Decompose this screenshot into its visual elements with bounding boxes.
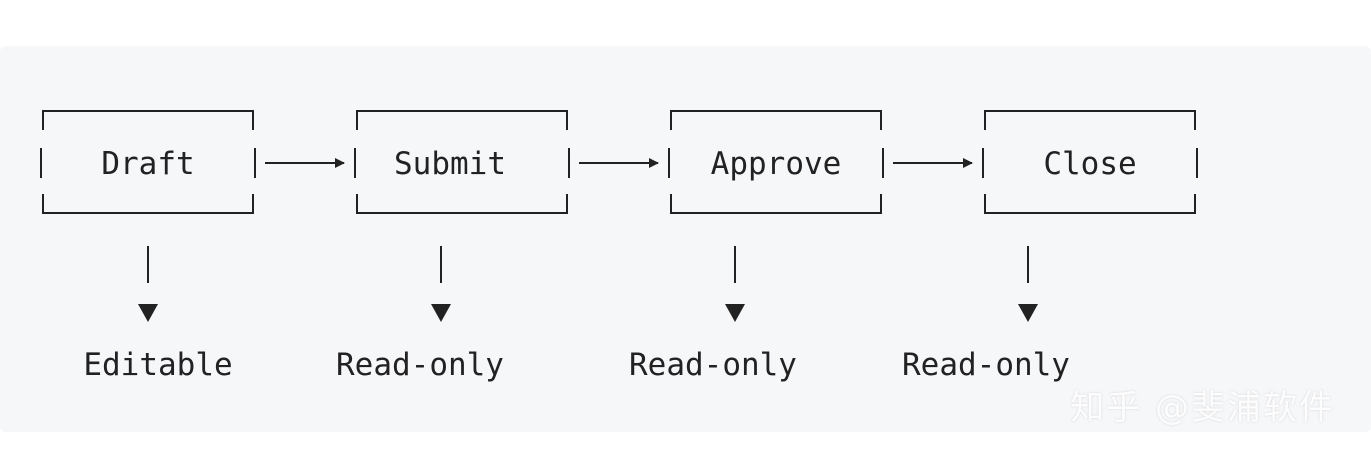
stage-approve: Approve Read-only <box>629 110 884 383</box>
permission-label: Read-only <box>336 347 504 383</box>
down-arrow-icon <box>1018 304 1038 322</box>
stage-label: Submit <box>394 146 506 182</box>
stage-close: Close Read-only <box>902 110 1198 383</box>
stage-label: Close <box>1043 146 1136 182</box>
stage-box <box>40 110 256 214</box>
stage-draft: Draft Editable <box>40 110 256 383</box>
stage-label: Draft <box>101 146 194 182</box>
down-arrow-icon <box>138 304 158 322</box>
permission-label: Read-only <box>902 347 1070 383</box>
stage-submit: Submit Read-only <box>336 110 570 383</box>
stage-label: Approve <box>711 146 842 182</box>
permission-label: Editable <box>83 347 232 383</box>
stage-box <box>668 110 884 214</box>
stage-box <box>354 110 570 214</box>
permission-label: Read-only <box>629 347 797 383</box>
watermark: 知乎 @斐浦软件 <box>1070 388 1335 428</box>
down-arrow-icon <box>725 304 745 322</box>
stage-box <box>982 110 1198 214</box>
down-arrow-icon <box>431 304 451 322</box>
